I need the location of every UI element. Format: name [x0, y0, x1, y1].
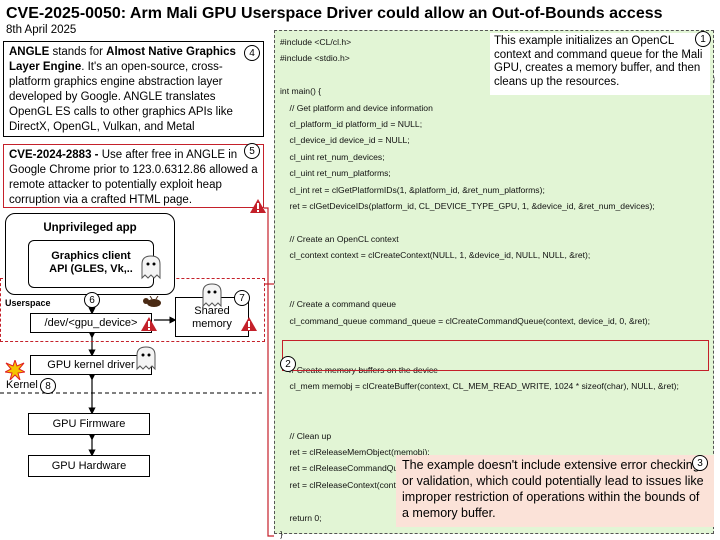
- userspace-label: Userspace: [5, 298, 51, 308]
- code-line: ret = clReleaseContext(context);: [280, 479, 413, 490]
- code-line: ret = clGetDeviceIDs(platform_id, CL_DEV…: [280, 201, 655, 211]
- explosion-icon: [5, 360, 25, 380]
- cve-2024-2883-box: CVE-2024-2883 - Use after free in ANGLE …: [3, 144, 264, 208]
- gpu-device-node-box: /dev/<gpu_device>: [30, 313, 152, 333]
- graphics-client-line2: API (GLES, Vk,..: [49, 263, 133, 275]
- code-line: // Create a command queue: [280, 299, 397, 310]
- code-line: cl_platform_id platform_id = NULL;: [280, 119, 423, 129]
- angle-term: ANGLE: [9, 46, 50, 58]
- note-missing-validation: The example doesn't include extensive er…: [396, 455, 714, 527]
- step-number-8: 8: [40, 378, 56, 394]
- graphics-client-box: Graphics client API (GLES, Vk,..: [28, 240, 154, 288]
- step-number-7: 7: [234, 290, 250, 306]
- step-number-5: 5: [244, 143, 260, 159]
- warning-triangle-icon: [141, 317, 157, 331]
- step-number-2: 2: [280, 356, 296, 372]
- cve-id: CVE-2024-2883 -: [9, 149, 99, 161]
- angle-stands-for: stands for: [49, 46, 107, 58]
- vulnerable-line-highlight: [282, 340, 709, 371]
- ghost-icon: [136, 346, 156, 371]
- gpu-kernel-driver-box: GPU kernel driver: [30, 355, 152, 375]
- code-line: int main() {: [280, 86, 322, 97]
- angle-full-name: Almost Native Graphics Layer Engine: [9, 46, 236, 73]
- step-number-1: 1: [695, 31, 711, 47]
- code-line: // Get platform and device information: [280, 102, 433, 113]
- code-line: // Clean up: [280, 430, 332, 441]
- step-number-6: 6: [84, 292, 100, 308]
- ghost-icon: [202, 283, 222, 308]
- code-line: cl_mem memobj = clCreateBuffer(context, …: [280, 381, 679, 392]
- shared-memory-line2: memory: [192, 318, 232, 330]
- code-line: cl_device_id device_id = NULL;: [280, 135, 410, 146]
- ghost-icon: [141, 255, 161, 280]
- gpu-hardware-box: GPU Hardware: [28, 455, 150, 477]
- cve-description: Use after free in ANGLE in Google Chrome…: [9, 149, 258, 206]
- code-line: cl_context context = clCreateContext(NUL…: [280, 250, 591, 261]
- shared-memory-line1: Shared: [194, 305, 230, 317]
- code-line: }: [280, 529, 283, 539]
- step-number-4: 4: [244, 45, 260, 61]
- gpu-firmware-box: GPU Firmware: [28, 413, 150, 435]
- code-line: cl_uint ret_num_platforms;: [280, 168, 391, 179]
- code-line: #include <CL/cl.h>: [280, 37, 352, 47]
- kernel-label: Kernel: [6, 379, 38, 391]
- angle-description: . It's an open-source, cross-platform gr…: [9, 61, 233, 133]
- unprivileged-app-label: Unprivileged app: [43, 222, 137, 234]
- code-line: cl_uint ret_num_devices;: [280, 151, 385, 162]
- warning-triangle-icon: [250, 199, 266, 213]
- code-line: // Create an OpenCL context: [280, 233, 399, 244]
- code-panel: [274, 30, 714, 534]
- code-line: ret = clReleaseCommandQueue(command_queu…: [280, 463, 488, 474]
- warning-triangle-icon: [241, 317, 257, 331]
- page-date: 8th April 2025: [6, 24, 77, 36]
- graphics-client-line1: Graphics client: [51, 250, 131, 262]
- code-line: #include <stdio.h>: [280, 53, 350, 64]
- code-line: cl_int ret = clGetPlatformIDs(1, &platfo…: [280, 184, 545, 195]
- page-title: CVE-2025-0050: Arm Mali GPU Userspace Dr…: [6, 5, 663, 22]
- note-initialization: This example initializes an OpenCL conte…: [490, 33, 710, 95]
- step-number-3: 3: [692, 455, 708, 471]
- code-line: return 0;: [280, 512, 322, 523]
- angle-definition-box: ANGLE stands for Almost Native Graphics …: [3, 41, 264, 137]
- code-line: cl_command_queue command_queue = clCreat…: [280, 315, 650, 326]
- code-line: ret = clReleaseMemObject(memobj);: [280, 447, 430, 457]
- bug-icon: [143, 296, 161, 307]
